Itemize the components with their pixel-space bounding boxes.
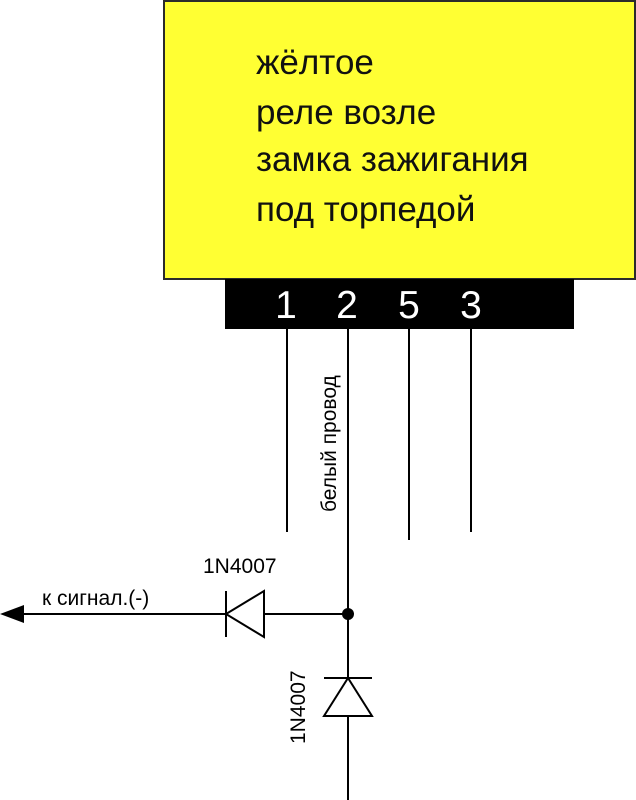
diode-horizontal-label: 1N4007	[203, 555, 277, 578]
relay-label-line-4: под торпедой	[256, 190, 475, 229]
diode-vertical	[322, 676, 374, 717]
relay-label-line-1: жёлтое	[256, 43, 374, 82]
relay-label-line-3: замка зажигания	[256, 140, 529, 179]
pin-label-5: 5	[398, 284, 420, 327]
relay-label-line-2: реле возле	[256, 93, 436, 132]
pin-label-1: 1	[275, 284, 297, 327]
white-wire-label: белый провод	[318, 375, 341, 512]
diode-horizontal-triangle	[224, 589, 265, 639]
diode-vertical-label: 1N4007	[287, 670, 310, 744]
relay-pin-block	[225, 279, 574, 329]
diode-horizontal	[224, 589, 265, 639]
diode-vertical-triangle	[322, 676, 374, 717]
relay-body	[163, 0, 636, 280]
signal-arrow-icon	[0, 605, 24, 623]
signal-label: к сигнал.(-)	[42, 587, 149, 610]
pin-label-2: 2	[336, 284, 358, 327]
pin-label-3: 3	[460, 284, 482, 327]
